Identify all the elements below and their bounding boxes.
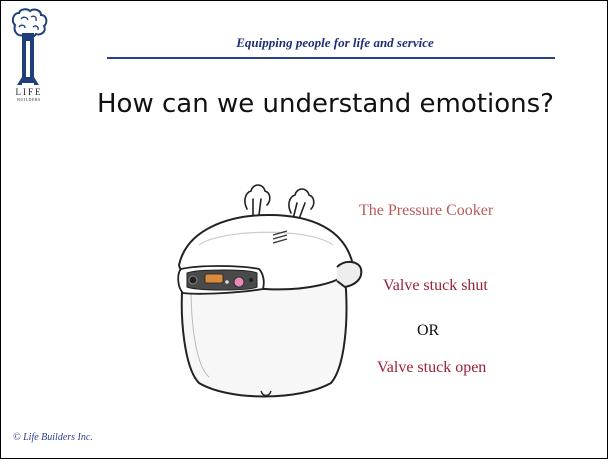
logo-subtitle: BUILDERS [17,97,41,102]
slide-title: How can we understand emotions? [97,89,554,119]
life-builders-logo: LIFE BUILDERS [7,7,65,103]
copyright-footer: © Life Builders Inc. [13,432,93,443]
pressure-cooker-heading: The Pressure Cooker [359,202,494,219]
tagline: Equipping people for life and service [236,35,434,50]
pressure-cooker-icon [177,184,363,398]
valve-stuck-shut-label: Valve stuck shut [383,277,488,294]
or-connector: OR [417,322,440,339]
logo-name: LIFE [15,87,43,97]
header-divider [107,57,555,59]
valve-stuck-open-label: Valve stuck open [377,359,487,376]
tree-icon [11,8,48,85]
pressure-cooker-illustration [169,169,369,406]
